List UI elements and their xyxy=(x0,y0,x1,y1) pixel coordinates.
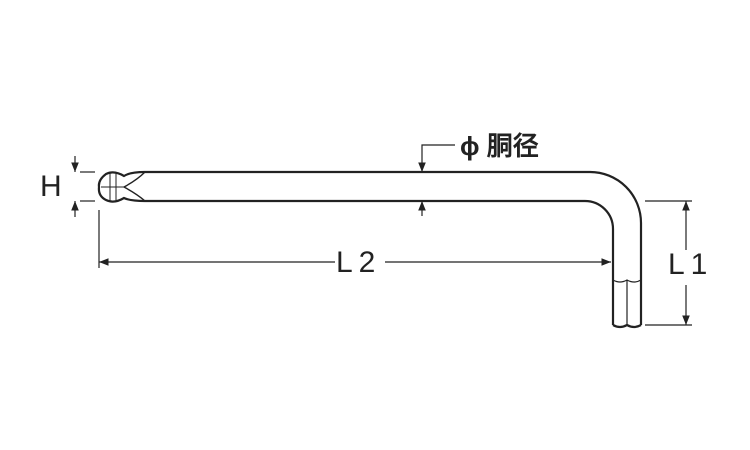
outer-outline xyxy=(145,170,643,325)
l2-label: L2 xyxy=(336,246,382,279)
diameter-arrow-top xyxy=(418,144,455,172)
shaft-diameter-label: ϕ 胴径 xyxy=(460,131,539,161)
height-label: H xyxy=(40,170,62,203)
hex-key-body xyxy=(97,170,643,329)
ball-end xyxy=(97,170,146,203)
hex-tip xyxy=(612,279,642,325)
l1-label: L1 xyxy=(668,248,714,281)
dimension-lines xyxy=(71,144,692,326)
hex-tip-end xyxy=(612,323,642,329)
inner-outline xyxy=(145,199,615,325)
